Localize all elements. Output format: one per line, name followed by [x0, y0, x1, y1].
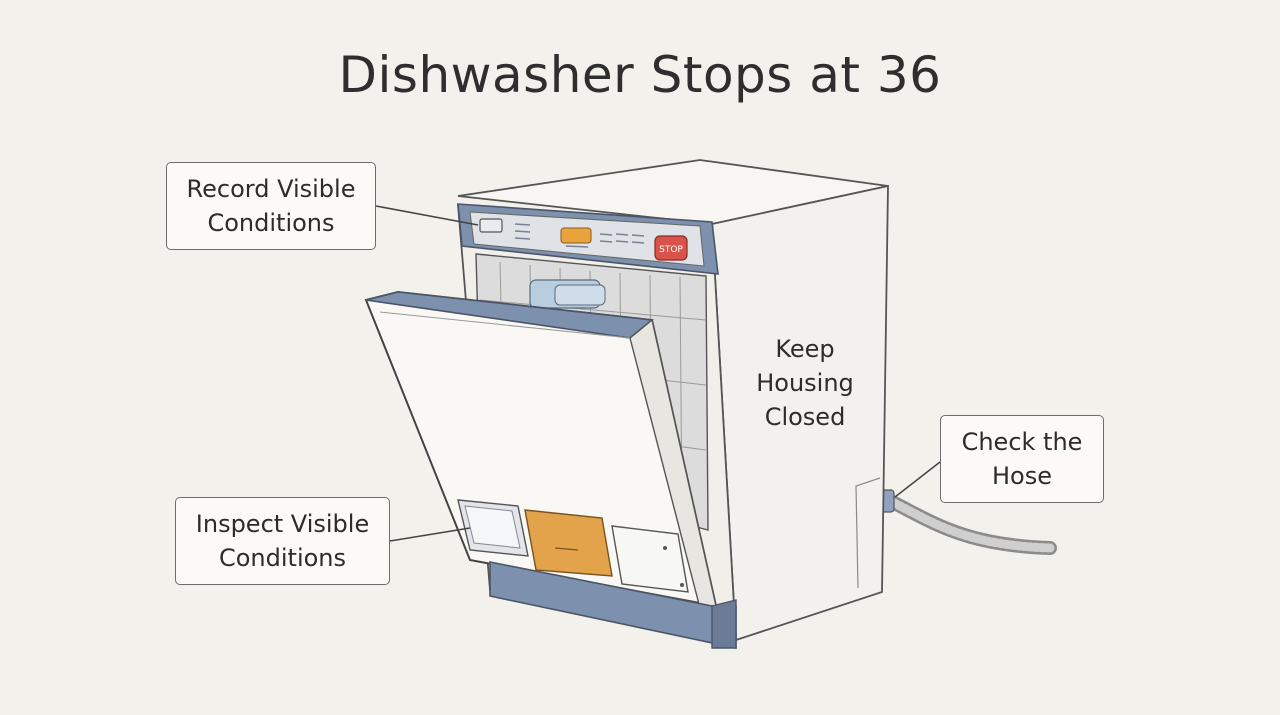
- leader-inspect: [389, 527, 471, 542]
- leader-hose: [894, 461, 941, 498]
- callout-inspect-visible-conditions: Inspect Visible Conditions: [175, 497, 390, 585]
- callout-inspect-label: Inspect Visible Conditions: [195, 510, 370, 572]
- keep-housing-closed-label: Keep Housing Closed: [756, 335, 854, 431]
- stop-button-label: STOP: [659, 245, 683, 255]
- display-window-icon: [479, 218, 503, 233]
- control-panel: STOP: [457, 203, 719, 275]
- filter-compartment-icon: [611, 525, 689, 593]
- callout-record-visible-conditions: Record Visible Conditions: [166, 162, 376, 250]
- page-title: Dishwasher Stops at 36: [338, 46, 942, 104]
- stop-button[interactable]: [654, 235, 688, 261]
- door-compartments: [457, 499, 689, 593]
- detergent-compartment-icon: [524, 509, 613, 577]
- callout-check-the-hose: Check the Hose: [940, 415, 1104, 503]
- callout-record-label: Record Visible Conditions: [186, 175, 356, 237]
- leader-record: [375, 205, 479, 226]
- callout-hose-label: Check the Hose: [961, 428, 1083, 490]
- time-display: [560, 227, 592, 244]
